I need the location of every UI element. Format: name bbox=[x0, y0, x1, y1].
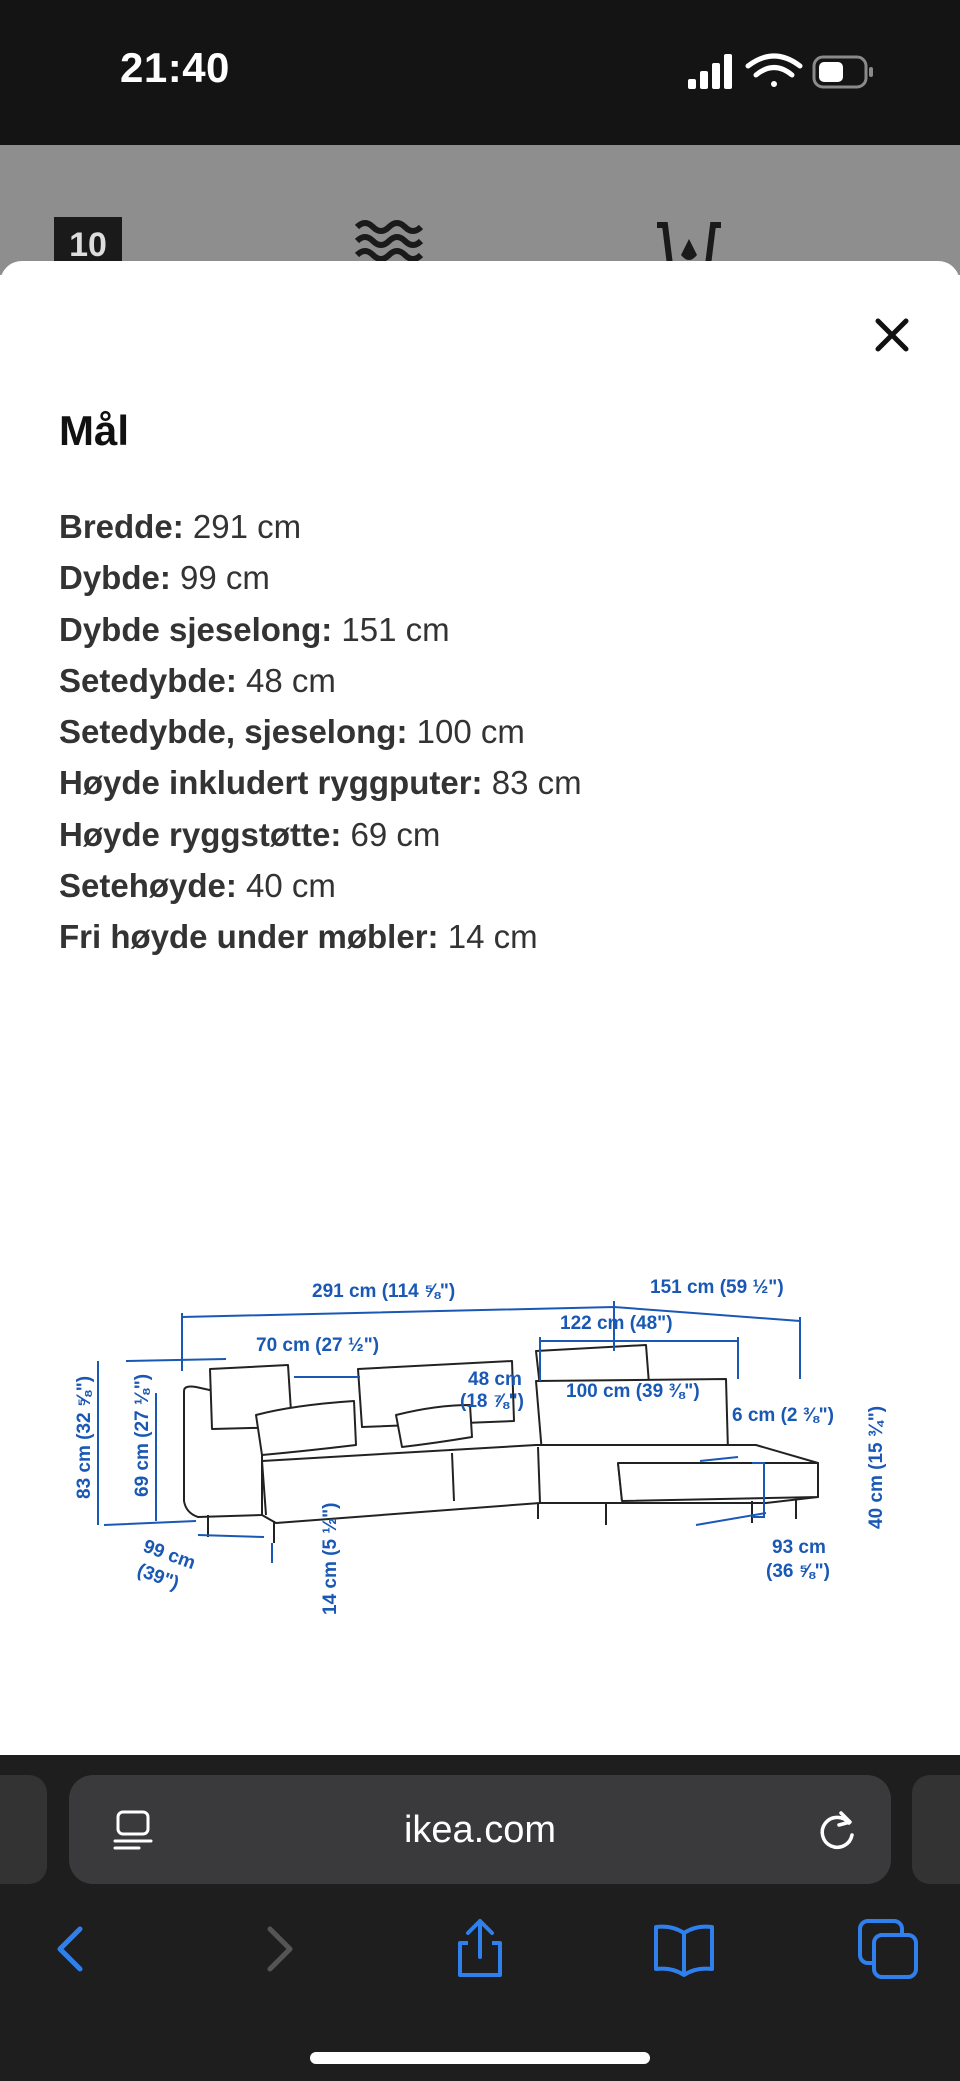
label-seat-depth-b: (18 ⅞") bbox=[460, 1391, 524, 1412]
cellular-signal-icon bbox=[688, 54, 732, 89]
sheet-title: Mål bbox=[59, 407, 130, 454]
address-bar[interactable]: ikea.com bbox=[69, 1775, 891, 1884]
dimension-backrest-height: Høyde ryggstøtte: 69 cm bbox=[59, 815, 441, 853]
label-height-total: 83 cm (32 ⅝") bbox=[74, 1376, 95, 1499]
previous-tab-peek[interactable] bbox=[0, 1775, 47, 1884]
back-icon[interactable] bbox=[40, 1917, 104, 1981]
dimension-width: Bredde: 291 cm bbox=[59, 508, 302, 545]
label-chaise-depth: 151 cm (59 ½") bbox=[650, 1277, 784, 1298]
status-time: 21:40 bbox=[120, 44, 230, 91]
label-seat-depth-a: 48 cm bbox=[468, 1369, 522, 1390]
status-bar: 21:40 bbox=[0, 0, 960, 145]
dimension-lines bbox=[97, 1301, 801, 1563]
label-width-total: 291 cm (114 ⅝") bbox=[312, 1281, 455, 1302]
url-text[interactable]: ikea.com bbox=[403, 1809, 557, 1851]
diagram-labels: 291 cm (114 ⅝") 151 cm (59 ½") 122 cm (4… bbox=[74, 1277, 887, 1615]
label-seat-height: 40 cm (15 ¾") bbox=[866, 1406, 887, 1529]
label-chaise-width-b: (36 ⅝") bbox=[766, 1561, 830, 1582]
close-icon[interactable] bbox=[864, 307, 920, 363]
sofa-dimensions-diagram: 291 cm (114 ⅝") 151 cm (59 ½") 122 cm (4… bbox=[74, 1277, 887, 1615]
label-chaise-seat: 100 cm (39 ⅜") bbox=[566, 1381, 700, 1402]
sofa-drawing bbox=[183, 1344, 819, 1543]
dimensions-list: Bredde: 291 cm Dybde: 99 cm Dybde sjesel… bbox=[59, 501, 582, 963]
dimensions-sheet: Mål Bredde: 291 cm Dybde: 99 cm Dybde sj… bbox=[0, 261, 960, 1755]
label-chaise-length: 122 cm (48") bbox=[560, 1313, 673, 1334]
next-tab-peek[interactable] bbox=[912, 1775, 960, 1884]
dimension-chaise-seat-depth: Setedybde, sjeselong: 100 cm bbox=[59, 713, 525, 751]
bookmarks-icon[interactable] bbox=[652, 1917, 716, 1981]
label-arm-width: 6 cm (2 ⅜") bbox=[732, 1405, 834, 1426]
tabs-icon[interactable] bbox=[856, 1917, 920, 1981]
background-page: 10 bbox=[0, 145, 960, 275]
share-icon[interactable] bbox=[448, 1917, 512, 1981]
label-armrest: 70 cm (27 ½") bbox=[256, 1335, 379, 1356]
forward-icon[interactable] bbox=[246, 1917, 310, 1981]
browser-chrome: ikea.com bbox=[0, 1755, 960, 2081]
dimension-seat-height: Setehøyde: 40 cm bbox=[59, 867, 336, 905]
dimension-depth: Dybde: 99 cm bbox=[59, 559, 270, 597]
dimension-seat-depth: Setedybde: 48 cm bbox=[59, 661, 336, 699]
label-clearance: 14 cm (5 ½") bbox=[320, 1502, 341, 1615]
label-chaise-width-a: 93 cm bbox=[772, 1537, 826, 1558]
dimension-floor-clearance: Fri høyde under møbler: 14 cm bbox=[59, 918, 538, 956]
dimension-height-cushions: Høyde inkludert ryggputer: 83 cm bbox=[59, 764, 582, 802]
status-icons bbox=[688, 53, 873, 89]
page-menu-icon[interactable] bbox=[113, 1809, 153, 1851]
battery-icon bbox=[812, 55, 873, 89]
label-back-height: 69 cm (27 ⅛") bbox=[132, 1374, 153, 1497]
wifi-icon bbox=[745, 53, 803, 87]
reload-icon[interactable] bbox=[815, 1807, 859, 1853]
home-indicator[interactable] bbox=[310, 2052, 650, 2064]
dimension-chaise-depth: Dybde sjeselong: 151 cm bbox=[59, 610, 450, 648]
